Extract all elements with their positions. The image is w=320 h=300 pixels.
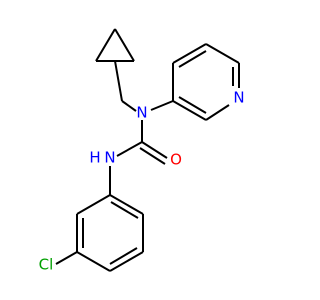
bond-pyr-2: [172, 43, 207, 64]
bond-ch2-n: [121, 100, 137, 112]
bond-pyr-6-double: [178, 96, 207, 114]
bond-carbonyl-o-2: [139, 147, 166, 165]
bond-pyr-5: [205, 104, 230, 121]
bond-ph-4: [76, 251, 111, 272]
bond-pyr-3: [205, 43, 240, 64]
bond-carbonyl-nh: [116, 141, 143, 157]
bond-pyr-2-double: [178, 50, 207, 68]
atom-nh-hydrogen: H: [89, 149, 100, 167]
bond-c-cl: [55, 251, 78, 265]
bond-ph-3-double: [109, 247, 138, 265]
atom-label-layer: N O H N N Cl: [39, 89, 245, 274]
bond-ph-6: [76, 194, 111, 215]
bond-pyr-6: [172, 100, 207, 121]
atom-chlorine: Cl: [39, 256, 54, 274]
bond-ph-1-double: [110, 201, 139, 219]
molecule-structure-diagram: N O H N N Cl: [38, 28, 245, 274]
atom-n-amide: N: [136, 104, 147, 122]
atom-o-carbonyl: O: [170, 151, 182, 169]
bond-cyclopropyl-ch2: [114, 60, 123, 102]
bond-n-pyridine: [150, 100, 174, 111]
atom-n-pyridine: N: [233, 89, 244, 107]
bond-cyclopropyl-2: [95, 28, 116, 62]
bond-layer: [55, 28, 240, 272]
bond-ph-3: [109, 251, 144, 272]
bond-cyclopropyl-3: [114, 28, 135, 62]
bond-carbonyl-o-1: [141, 141, 168, 159]
atom-nh-nitrogen: N: [104, 149, 115, 167]
bond-ph-1: [109, 194, 144, 215]
